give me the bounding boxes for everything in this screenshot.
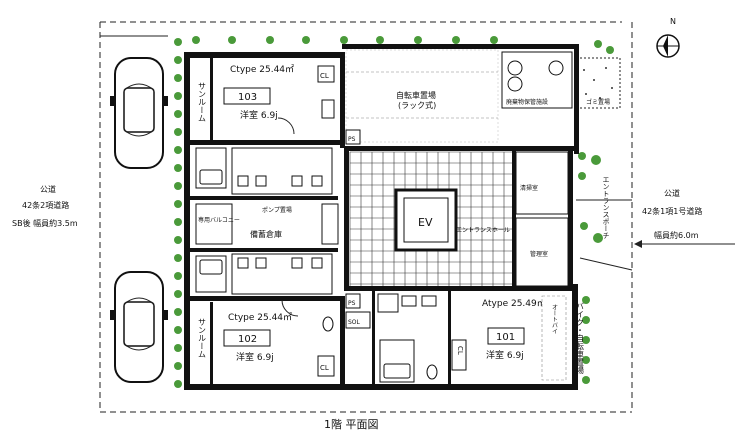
unit-102[interactable]: Ctype 25.44㎡ 102 洋室 6.9j サンルーム CL [198, 299, 335, 377]
building-walls [184, 44, 579, 390]
trees-top [192, 36, 498, 44]
north-label: N [670, 17, 676, 26]
unit-103-sunroom: サンルーム [198, 82, 207, 122]
unit-102-room: 洋室 6.9j [236, 351, 274, 363]
elevator-label: EV [418, 216, 433, 229]
unit-102-number: 102 [238, 334, 257, 345]
unit-101-room: 洋室 6.9j [486, 349, 524, 361]
unit-103-room: 洋室 6.9j [240, 109, 278, 121]
unit-101[interactable]: Atype 25.49㎡ 101 洋室 6.9j CL [451, 298, 546, 371]
compass: N [656, 17, 680, 58]
unit-101-number: 101 [496, 332, 515, 343]
entrance-hall: EV エントランスホール [349, 151, 512, 286]
unit-102-sunroom: サンルーム [198, 318, 207, 358]
svg-text:SB後 幅員約3.5m: SB後 幅員約3.5m [12, 218, 78, 228]
sol-label: SOL [348, 319, 361, 326]
svg-text:公道: 公道 [664, 188, 680, 198]
svg-text:PS: PS [348, 300, 356, 307]
trees-left [174, 38, 182, 388]
ps-box-upper: PS [345, 129, 361, 145]
unit-101-type: Atype 25.49㎡ [482, 298, 546, 309]
unit-103-door [277, 117, 295, 135]
garbage-area: ゴミ置場 [575, 57, 621, 109]
trees-right [578, 40, 614, 384]
unit-102-cl: CL [320, 364, 329, 372]
road-left: 公道 42条2項道路 SB後 幅員約3.5m [12, 184, 78, 228]
car-bottom [110, 271, 168, 383]
waste-storage-label: 廃棄物保管施設 [506, 98, 548, 106]
car-top [110, 57, 168, 169]
rack-type-label: (ラック式) [398, 100, 436, 110]
bike-parking-label: バイク・自転車置場 [576, 302, 585, 375]
svg-text:幅員約6.0m: 幅員約6.0m [654, 230, 699, 240]
plan-title: 1階 平面図 [324, 417, 379, 431]
unit-103-type: Ctype 25.44㎡ [230, 64, 294, 75]
unit-103[interactable]: Ctype 25.44㎡ 103 洋室 6.9j サンルーム CL [198, 64, 335, 135]
waste-storage: 廃棄物保管施設 [501, 51, 573, 109]
unit-102-toilet [322, 316, 334, 332]
pump-room-label: ポンプ置場 [262, 206, 292, 214]
svg-text:42条2項道路: 42条2項道路 [22, 200, 69, 210]
bike-parking: オートバイ バイク・自転車置場 [541, 295, 585, 381]
storage-label: 備蓄倉庫 [250, 229, 282, 239]
unit-103-toilet [321, 99, 335, 119]
unit-101-cl: CL [456, 346, 464, 355]
svg-text:42条1項1号道路: 42条1項1号道路 [642, 206, 702, 216]
svg-text:清掃室: 清掃室 [520, 184, 538, 192]
svg-text:PS: PS [348, 136, 356, 143]
balcony-label: 専用バルコニー [198, 216, 240, 224]
entrance-hall-label: エントランスホール [456, 227, 510, 234]
garbage-label: ゴミ置場 [586, 98, 610, 106]
svg-text:管理室: 管理室 [530, 250, 548, 258]
motorcycle-label: オートバイ [551, 304, 558, 334]
unit-102-type: Ctype 25.44㎡ [228, 312, 292, 323]
bicycle-parking: 自転車置場 (ラック式) [345, 49, 499, 143]
unit-102-door [281, 299, 299, 317]
service-101: SOL [345, 293, 438, 383]
site-boundary [99, 21, 633, 413]
management-room: 管理室 [515, 217, 569, 287]
service-row-lower [195, 253, 333, 295]
road-arrow-head [634, 240, 642, 248]
road-right: 公道 42条1項1号道路 幅員約6.0m [642, 188, 702, 240]
unit-103-number: 103 [238, 92, 257, 103]
road-edge-lower [579, 257, 633, 271]
svg-text:公道: 公道 [40, 184, 56, 194]
service-row-upper [195, 147, 333, 195]
unit-103-cl: CL [320, 72, 329, 80]
bicycle-parking-label: 自転車置場 [396, 90, 436, 100]
cleaning-room: 清掃室 [515, 151, 569, 215]
entrance-approach-label: エントランスポーチ [602, 176, 610, 239]
storage-row: 専用バルコニー ポンプ置場 備蓄倉庫 [195, 203, 339, 245]
ps-box-lower: PS [345, 293, 361, 309]
